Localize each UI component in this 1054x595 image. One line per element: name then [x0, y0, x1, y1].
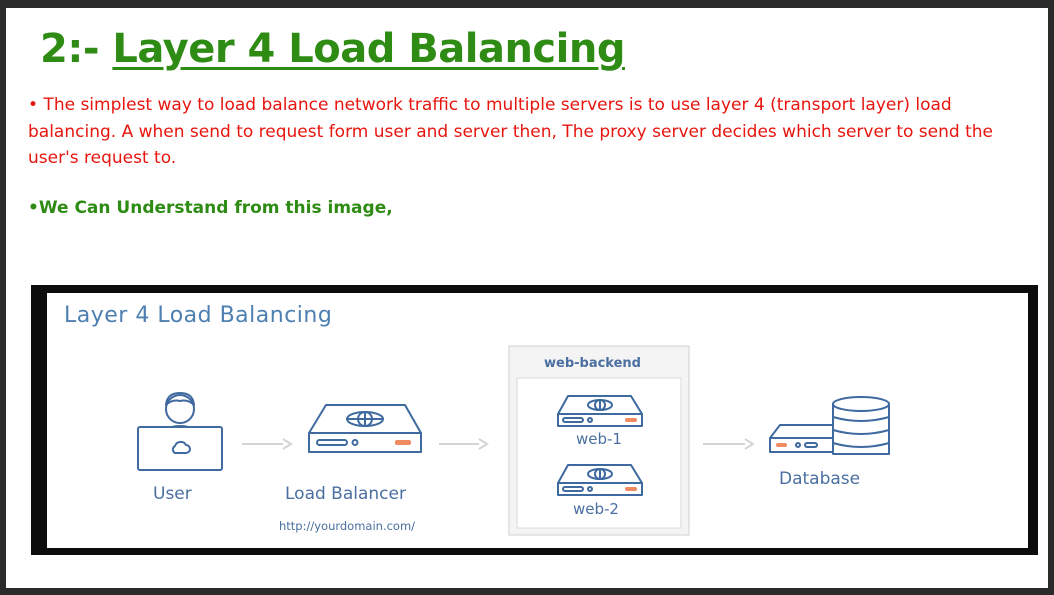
web1-server-icon	[557, 395, 643, 427]
diagram-title: Layer 4 Load Balancing	[64, 303, 332, 328]
arrow-backend-to-db	[703, 438, 755, 450]
user-icon	[137, 392, 223, 471]
title-number: 2:-	[40, 26, 99, 72]
arrow-lb-to-backend	[439, 438, 489, 450]
web2-label: web-2	[573, 500, 619, 518]
page-title: 2:- Layer 4 Load Balancing	[40, 26, 625, 72]
user-label: User	[153, 484, 192, 504]
bullet-paragraph: • The simplest way to load balance netwo…	[28, 95, 993, 168]
arrow-user-to-lb	[242, 438, 293, 450]
diagram-frame: Layer 4 Load Balancing User	[31, 285, 1038, 555]
load-balancing-diagram: Layer 4 Load Balancing User	[64, 303, 890, 536]
subheading: •We Can Understand from this image,	[28, 198, 393, 218]
database-label: Database	[779, 469, 860, 489]
web-backend-group	[508, 345, 690, 536]
backend-label: web-backend	[544, 356, 641, 371]
title-text: Layer 4 Load Balancing	[112, 26, 625, 72]
database-icon	[769, 396, 890, 455]
diagram-panel: Layer 4 Load Balancing User	[47, 293, 1028, 548]
slide: 2:- Layer 4 Load Balancing • The simples…	[6, 8, 1048, 588]
web1-label: web-1	[576, 430, 622, 448]
url-label: http://yourdomain.com/	[279, 519, 415, 533]
load-balancer-label: Load Balancer	[285, 484, 406, 504]
load-balancer-icon	[308, 404, 422, 453]
web2-server-icon	[557, 464, 643, 496]
